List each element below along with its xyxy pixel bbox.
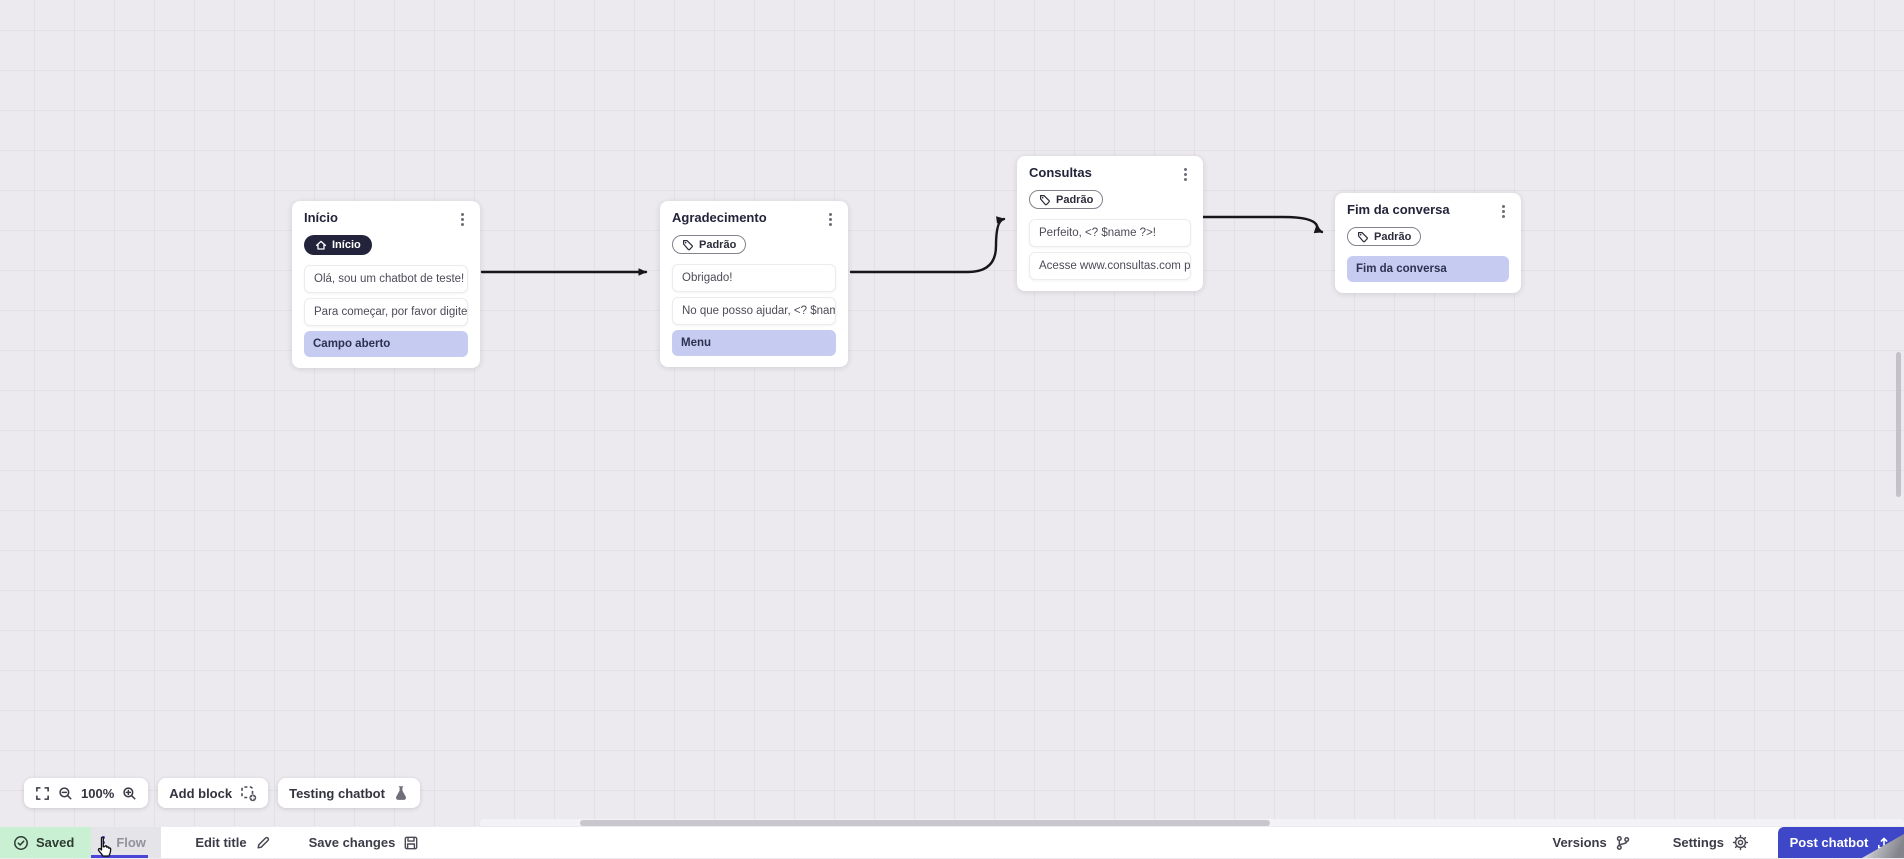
- node-title: Fim da conversa: [1347, 202, 1450, 218]
- bottom-bar-right: Versions Settings Post chatbot: [1540, 827, 1904, 858]
- node-item-bubble[interactable]: Para começar, por favor digite o ...: [304, 298, 468, 326]
- save-changes-label: Save changes: [309, 835, 396, 850]
- node-title: Agradecimento: [672, 210, 767, 226]
- vertical-scrollbar-thumb[interactable]: [1896, 352, 1901, 497]
- home-icon: [315, 239, 327, 251]
- canvas-toolbar: 100% Add block Testing chatbot: [24, 778, 420, 808]
- node-item-action[interactable]: Campo aberto: [304, 331, 468, 357]
- pencil-icon: [255, 835, 271, 851]
- settings-button[interactable]: Settings: [1660, 827, 1762, 858]
- flow-edge-agradecimento-consultas[interactable]: [851, 219, 1004, 272]
- node-items: Olá, sou um chatbot de teste! Para começa…: [304, 265, 468, 357]
- node-item-bubble[interactable]: Perfeito, <? $name ?>!: [1029, 219, 1191, 247]
- node-badge[interactable]: Padrão: [1347, 227, 1421, 246]
- node-title: Consultas: [1029, 165, 1092, 181]
- tab-flow[interactable]: Flow: [91, 827, 161, 858]
- node-badge-label: Início: [332, 239, 361, 251]
- edit-title-label: Edit title: [195, 835, 246, 850]
- node-item-bubble[interactable]: Obrigado!: [672, 264, 836, 292]
- saved-label: Saved: [36, 835, 74, 850]
- node-menu-icon[interactable]: [457, 210, 468, 229]
- edit-title-button[interactable]: Edit title: [185, 827, 280, 858]
- node-items: Fim da conversa: [1347, 256, 1509, 282]
- save-icon: [403, 835, 419, 851]
- node-item-bubble[interactable]: Acesse www.consultas.com par...: [1029, 252, 1191, 280]
- node-item-bubble[interactable]: No que posso ajudar, <? $name ...: [672, 297, 836, 325]
- node-badge[interactable]: Padrão: [672, 235, 746, 254]
- node-item-action[interactable]: Fim da conversa: [1347, 256, 1509, 282]
- node-menu-icon[interactable]: [825, 210, 836, 229]
- gear-icon: [1732, 834, 1749, 851]
- add-block-label: Add block: [169, 786, 232, 801]
- post-chatbot-label: Post chatbot: [1790, 835, 1869, 850]
- versions-button[interactable]: Versions: [1540, 827, 1644, 858]
- node-item-bubble[interactable]: Olá, sou um chatbot de teste!: [304, 265, 468, 293]
- fullscreen-icon[interactable]: [35, 786, 50, 801]
- add-block-icon: [240, 785, 257, 802]
- flow-edge-consultas-fim[interactable]: [1201, 217, 1322, 232]
- node-badge[interactable]: Padrão: [1029, 190, 1103, 209]
- tag-icon: [1357, 231, 1369, 243]
- check-circle-icon: [13, 835, 29, 851]
- zoom-level: 100%: [81, 786, 114, 801]
- node-title: Início: [304, 210, 338, 226]
- flow-label: Flow: [116, 835, 146, 850]
- bottom-bar: Saved Flow Edit title Save changes Versi…: [0, 826, 1904, 858]
- zoom-out-icon[interactable]: [58, 786, 73, 801]
- node-badge: Início: [304, 235, 372, 255]
- settings-label: Settings: [1673, 835, 1724, 850]
- saved-status: Saved: [0, 827, 91, 858]
- node-items: Obrigado! No que posso ajudar, <? $name .…: [672, 264, 836, 356]
- zoom-in-icon[interactable]: [122, 786, 137, 801]
- node-menu-icon[interactable]: [1180, 165, 1191, 184]
- zoom-controls: 100%: [24, 778, 148, 808]
- add-block-button[interactable]: Add block: [158, 778, 268, 808]
- tag-icon: [682, 239, 694, 251]
- tag-icon: [1039, 194, 1051, 206]
- versions-label: Versions: [1553, 835, 1607, 850]
- node-badge-label: Padrão: [699, 239, 736, 251]
- testing-chatbot-button[interactable]: Testing chatbot: [278, 778, 420, 808]
- flow-kebab-icon[interactable]: [100, 834, 107, 851]
- node-badge-label: Padrão: [1374, 231, 1411, 243]
- git-branch-icon: [1615, 835, 1631, 851]
- node-items: Perfeito, <? $name ?>! Acesse www.consult…: [1029, 219, 1191, 280]
- save-changes-button[interactable]: Save changes: [299, 827, 430, 858]
- node-badge-label: Padrão: [1056, 194, 1093, 206]
- testing-chatbot-label: Testing chatbot: [289, 786, 385, 801]
- node-item-action[interactable]: Menu: [672, 330, 836, 356]
- node-menu-icon[interactable]: [1498, 202, 1509, 221]
- flask-icon: [393, 785, 409, 801]
